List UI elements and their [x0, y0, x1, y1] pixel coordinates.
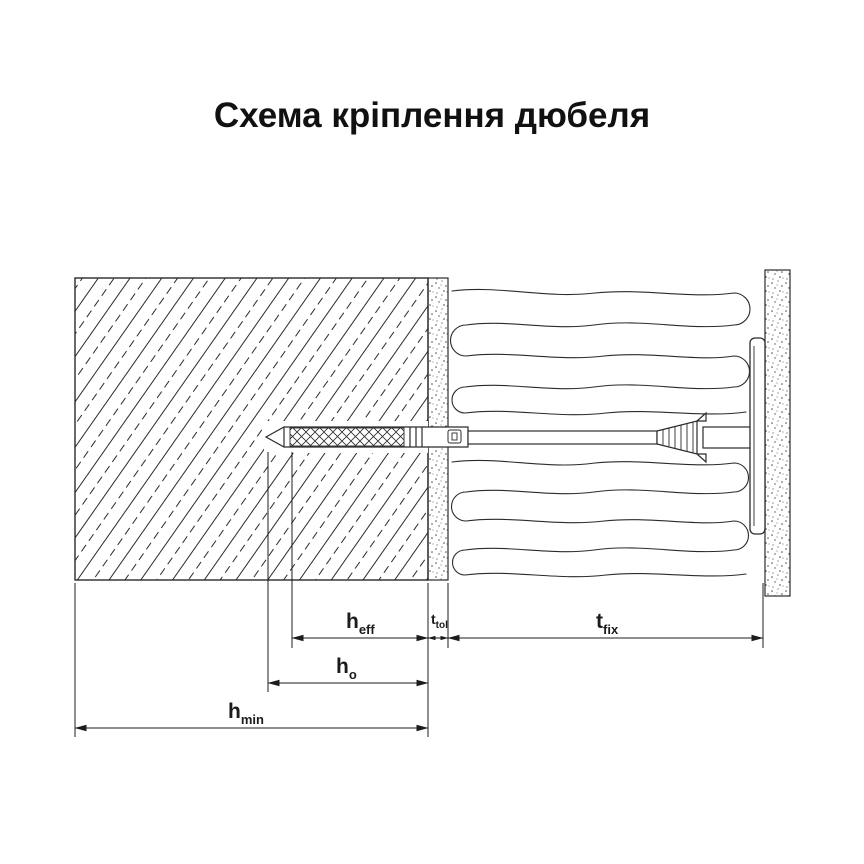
- dim-label-h-min: hmin: [228, 700, 264, 727]
- dim-label-h-o: ho: [336, 655, 357, 682]
- dimension-t-fix: tfix: [447, 610, 764, 642]
- flange-wing-top: [695, 411, 707, 422]
- insulation-hatch-bottom: [451, 459, 749, 578]
- dimension-h-min: hmin: [74, 700, 429, 732]
- dimension-h-o: ho: [267, 655, 429, 687]
- flange-wing-bottom: [695, 453, 707, 464]
- insulation-layer: [450, 288, 751, 578]
- dowel-plate: [749, 337, 766, 535]
- dim-label-t-tol: ttol: [431, 611, 448, 631]
- dim-label-h-eff: heff: [346, 610, 375, 637]
- page-title: Схема кріплення дюбеля: [213, 96, 651, 135]
- dimension-t-tol: ttol: [427, 611, 449, 641]
- extension-lines: [74, 452, 764, 737]
- dim-label-t-fix: tfix: [596, 610, 619, 637]
- expansion-sleeve-knurl: [289, 427, 405, 447]
- dowel-shaft: [467, 430, 658, 445]
- dowel: [264, 337, 766, 535]
- finish-layer: [764, 269, 791, 597]
- dowel-neck: [702, 426, 753, 449]
- insulation-hatch-top: [450, 288, 751, 416]
- dimension-h-eff: heff: [291, 610, 429, 642]
